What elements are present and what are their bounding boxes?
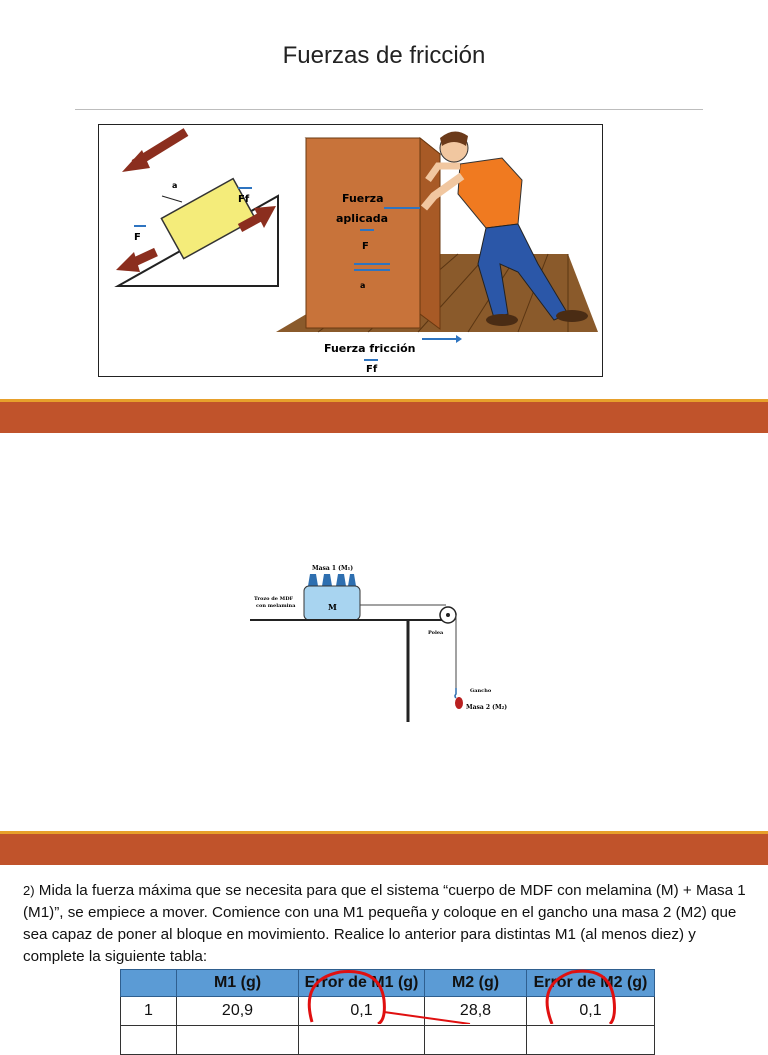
table-row: [120, 1025, 655, 1055]
applied-force-label-1: Fuerza: [342, 192, 384, 205]
person-shoe-left: [486, 314, 518, 326]
incline-ff-label: Ff: [238, 194, 250, 205]
friction-ff-label: Ff: [366, 364, 378, 375]
arrow-friction-incline-head-icon: [254, 206, 276, 228]
cell-m1: 20,9: [176, 996, 299, 1026]
header-index: [120, 969, 177, 997]
friction-force-label: Fuerza fricción: [324, 342, 416, 355]
table-header-row: M1 (g) Error de M1 (g) M2 (g) Error de M…: [120, 969, 655, 997]
header-m2: M2 (g): [424, 969, 527, 997]
data-table: M1 (g) Error de M1 (g) M2 (g) Error de M…: [120, 969, 655, 1055]
incline-accel-label: a: [172, 181, 177, 190]
question-body: Mida la fuerza máxima que se necesita pa…: [23, 882, 746, 965]
arrow-friction-incline-icon: [237, 212, 265, 232]
mdf-label-2: con melamina: [256, 603, 296, 609]
mass1-weight-4: [348, 574, 356, 586]
friction-illustration: a Ff F Fuerza aplicada F a: [98, 124, 603, 377]
section-band-accent: [0, 399, 768, 402]
section-band: [0, 402, 768, 433]
cell-index: 1: [120, 996, 177, 1026]
block-label: M: [328, 602, 337, 612]
cell-error-m2: 0,1: [526, 996, 655, 1026]
person-jeans: [477, 223, 569, 321]
hook-icon: [454, 688, 457, 699]
person-hair: [440, 131, 468, 146]
cell-error-m1: 0,1: [298, 996, 425, 1026]
pulley-diagram: Masa 1 (M₁) M Trozo de MDF con melamina …: [250, 560, 530, 730]
table-row: 1 20,9 0,1 28,8 0,1: [120, 996, 655, 1026]
incline-f-label: F: [134, 232, 141, 243]
applied-force-label-2: aplicada: [336, 212, 388, 225]
mass1-weight-2: [322, 574, 332, 586]
pulley-label: Polea: [428, 630, 444, 636]
incline-block: [160, 177, 257, 260]
mass2-weight: [455, 697, 463, 709]
incline-accel-arrow-icon: [161, 195, 183, 203]
pulley-axle: [446, 613, 450, 617]
box-f-label: F: [362, 241, 369, 252]
friction-vector-head-icon: [456, 335, 462, 343]
friction-illustration-svg: a Ff F Fuerza aplicada F a: [98, 124, 603, 377]
box-front: [305, 137, 421, 329]
hook-label: Gancho: [470, 688, 492, 694]
mdf-label-1: Trozo de MDF: [254, 596, 294, 602]
box-accel-label: a: [360, 281, 365, 290]
question-number: 2): [23, 883, 35, 898]
arrow-motion-head-icon: [122, 150, 150, 172]
section-band-2: [0, 834, 768, 865]
title-divider: [75, 109, 703, 110]
question-text: 2) Mida la fuerza máxima que se necesita…: [23, 880, 751, 968]
person-shoe-right: [556, 310, 588, 322]
pulley-diagram-svg: Masa 1 (M₁) M Trozo de MDF con melamina …: [250, 565, 507, 722]
arrow-weight-head-icon: [116, 252, 140, 272]
mass1-label: Masa 1 (M₁): [312, 565, 353, 572]
mass1-weight-3: [336, 574, 346, 586]
section-band-accent-2: [0, 831, 768, 834]
person-arm-lower: [420, 172, 465, 211]
header-m1: M1 (g): [176, 969, 299, 997]
slide-title: Fuerzas de fricción: [282, 42, 486, 69]
mass1-weight-1: [308, 574, 318, 586]
person-arm-upper: [425, 162, 460, 183]
header-error-m2: Error de M2 (g): [526, 969, 655, 997]
mass2-label: Masa 2 (M₂): [466, 704, 507, 711]
header-error-m1: Error de M1 (g): [298, 969, 425, 997]
cell-m2: 28,8: [424, 996, 527, 1026]
